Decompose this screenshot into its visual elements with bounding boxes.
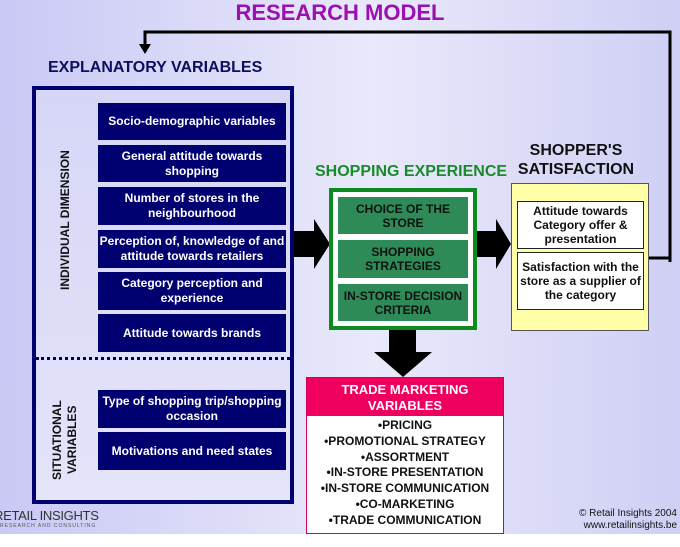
shopping-experience-frame: CHOICE OF THE STORE SHOPPING STRATEGIES … <box>329 188 477 330</box>
dimension-divider <box>36 357 290 360</box>
shopping-experience-title: SHOPPING EXPERIENCE <box>315 163 508 180</box>
trade-item: •IN-STORE PRESENTATION <box>326 465 484 480</box>
variable-box: Motivations and need states <box>98 432 286 470</box>
individual-dimension-label: INDIVIDUAL DIMENSION <box>58 150 72 290</box>
shopper-satisfaction-frame: Attitude towards Category offer & presen… <box>511 183 649 331</box>
arrow-to-satisfaction <box>477 219 511 269</box>
feedback-loop-line <box>143 30 672 262</box>
trade-marketing-box: TRADE MARKETING VARIABLES •PRICING •PROM… <box>306 377 504 534</box>
feedback-arrowhead <box>139 44 151 54</box>
copyright-text: © Retail Insights 2004 <box>579 508 677 519</box>
shopper-satisfaction-title: SHOPPER'S SATISFACTION <box>517 142 635 178</box>
connector-arrows <box>139 30 672 377</box>
trade-item: •CO-MARKETING <box>355 496 455 511</box>
arrow-to-trade <box>374 330 432 377</box>
page-title: RESEARCH MODEL <box>235 0 445 25</box>
trade-item: •TRADE COMMUNICATION <box>328 512 482 527</box>
trade-item: •PRICING <box>377 418 433 432</box>
shopping-item: SHOPPING STRATEGIES <box>338 240 468 278</box>
logo-text: RETAIL INSIGHTS <box>0 508 99 523</box>
trade-marketing-title: TRADE MARKETING VARIABLES <box>307 378 503 416</box>
trade-marketing-list: •PRICING •PROMOTIONAL STRATEGY •ASSORTME… <box>307 416 503 529</box>
variable-box: Attitude towards brands <box>98 314 286 352</box>
variable-box: Socio-demographic variables <box>98 103 286 140</box>
shopping-item: CHOICE OF THE STORE <box>338 197 468 234</box>
website-url: www.retailinsights.be <box>583 520 677 531</box>
retail-insights-logo: RETAIL INSIGHTS RESEARCH AND CONSULTING <box>0 508 99 529</box>
copyright-block: © Retail Insights 2004 www.retailinsight… <box>552 508 677 532</box>
satisfaction-item: Satisfaction with the store as a supplie… <box>517 252 644 310</box>
logo-subtitle: RESEARCH AND CONSULTING <box>0 523 97 529</box>
variable-box: General attitude towards shopping <box>98 145 286 182</box>
arrow-to-shopping <box>294 219 330 269</box>
trade-item: •IN-STORE COMMUNICATION <box>320 481 490 496</box>
shopping-item: IN-STORE DECISION CRITERIA <box>338 284 468 321</box>
trade-item: •PROMOTIONAL STRATEGY <box>324 433 486 448</box>
situational-variables-label: SITUATIONAL VARIABLES <box>50 400 79 480</box>
trade-item: •ASSORTMENT <box>360 449 450 464</box>
variable-box: Type of shopping trip/shopping occasion <box>98 390 286 428</box>
explanatory-variables-frame: INDIVIDUAL DIMENSION Socio-demographic v… <box>32 86 294 504</box>
explanatory-variables-title: EXPLANATORY VARIABLES <box>48 59 263 76</box>
variable-box: Category perception and experience <box>98 272 286 310</box>
satisfaction-item: Attitude towards Category offer & presen… <box>517 201 644 249</box>
variable-box: Number of stores in the neighbourhood <box>98 187 286 225</box>
variable-box: Perception of, knowledge of and attitude… <box>98 230 286 268</box>
